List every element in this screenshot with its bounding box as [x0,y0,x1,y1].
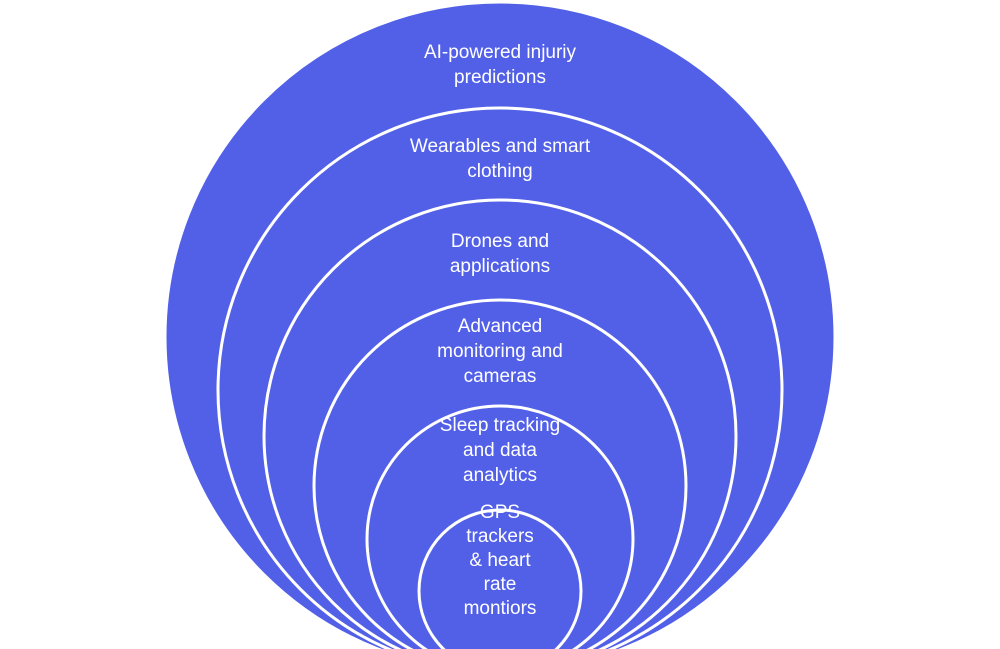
label-advanced-monitoring-and-cameras: Advanced monitoring and cameras [437,316,563,387]
label-gps-trackers-heart-rate-monitors: GPS trackers & heart rate montiors [463,502,537,619]
label-drones-and-applications: Drones and applications [449,231,551,277]
label-sleep-tracking-and-data-analytics: Sleep tracking and data analytics [439,415,561,486]
circle-gps-trackers-heart-rate-monitors [417,508,583,649]
label-wearables-and-smart-clothing: Wearables and smart clothing [409,136,591,182]
label-ai-powered-injury-predictions: AI-powered injuriy predictions [423,42,577,88]
